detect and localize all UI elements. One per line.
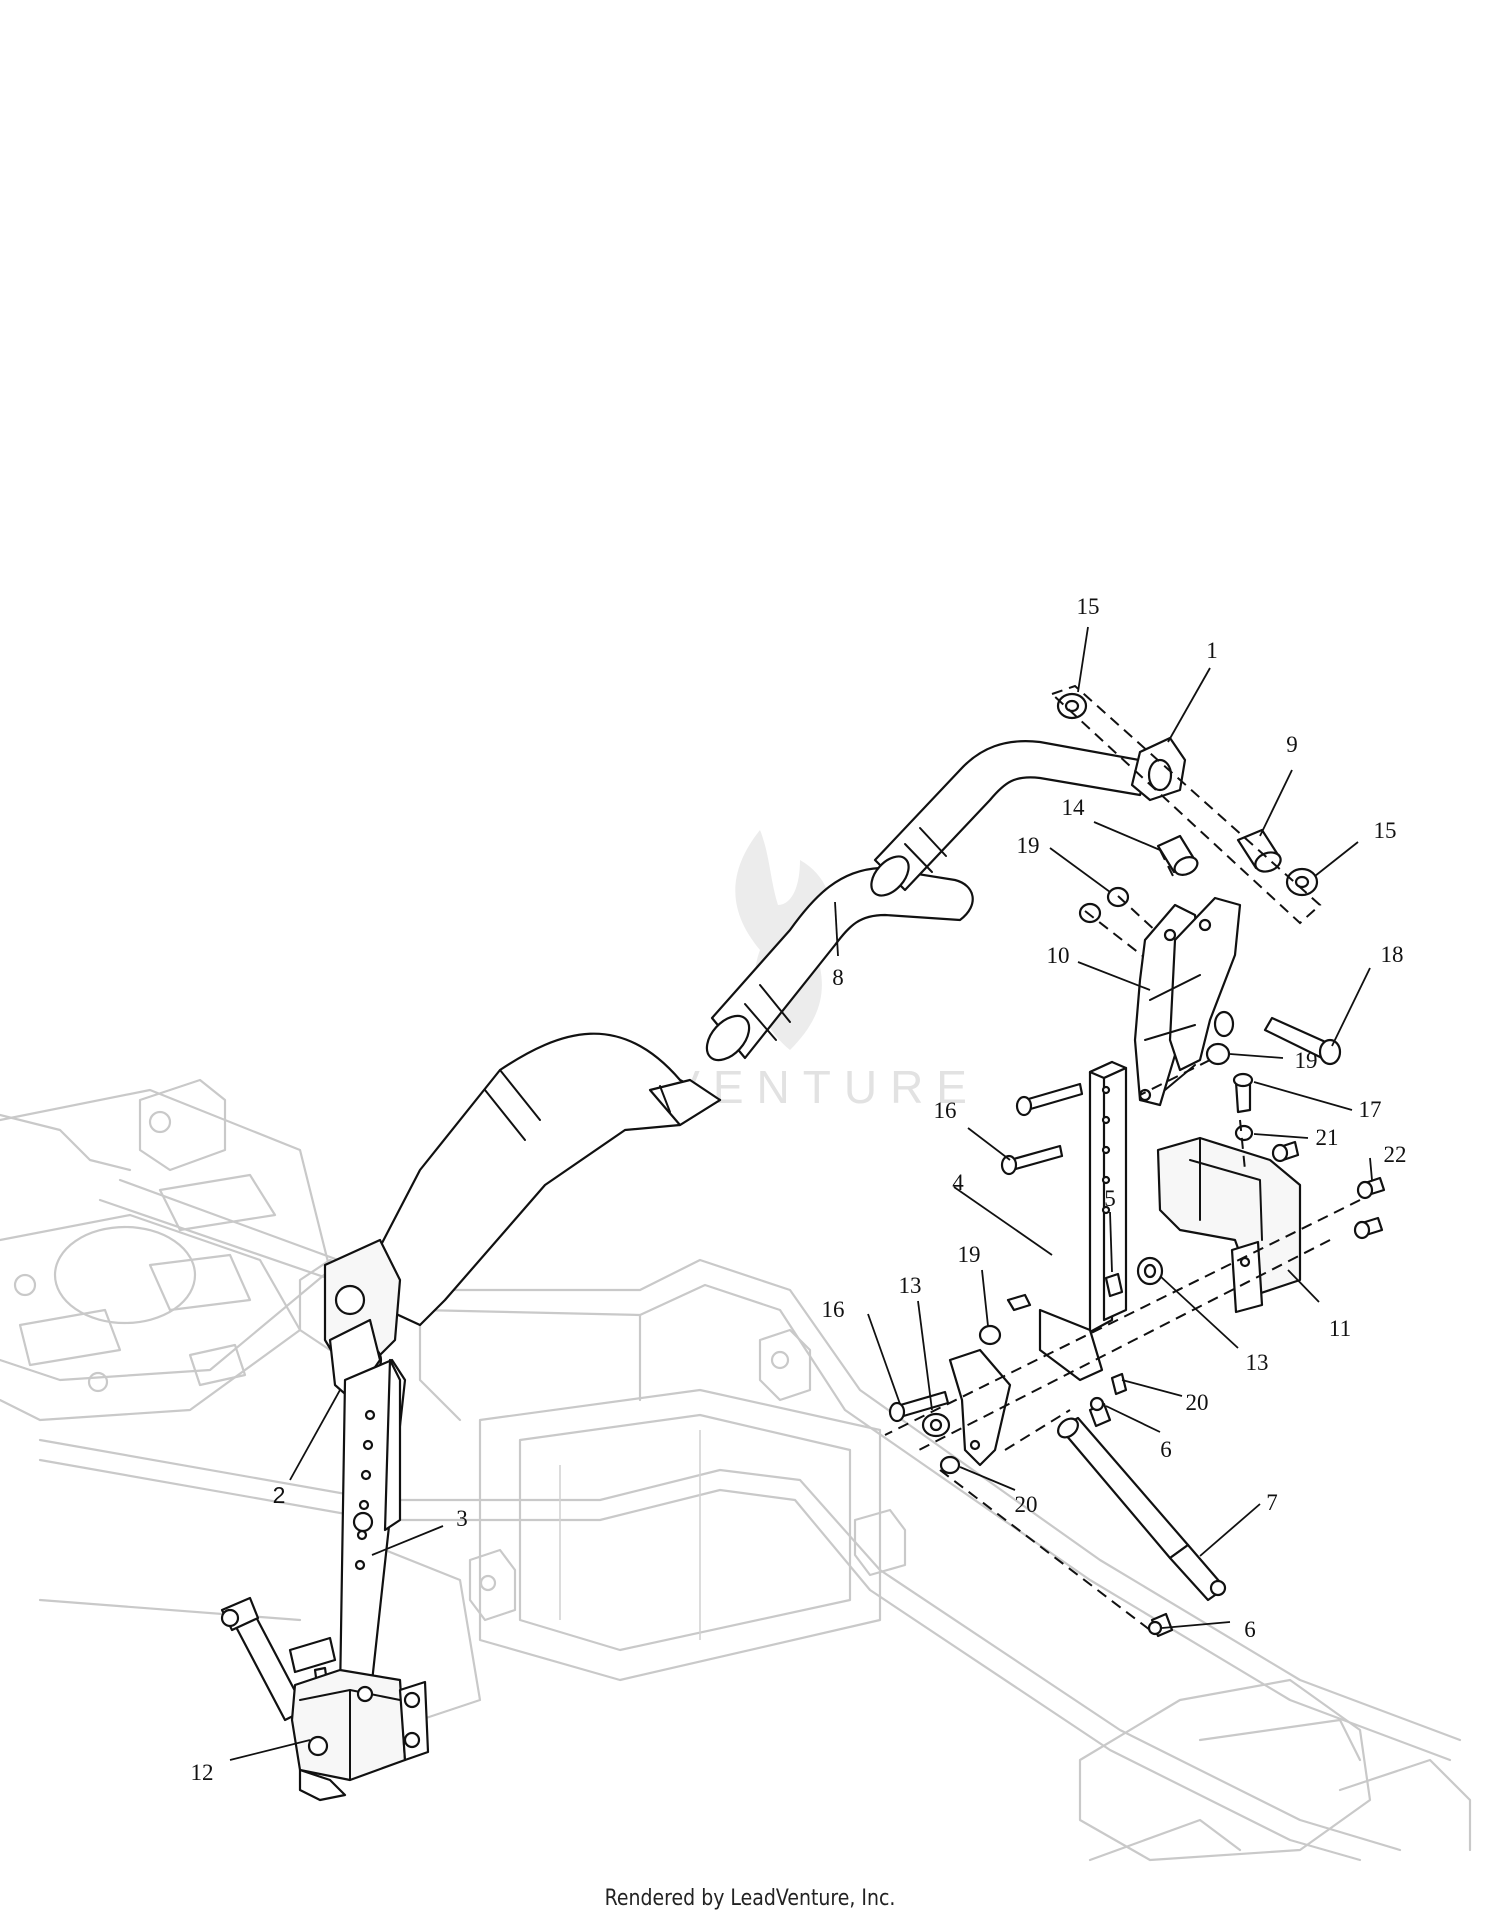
callout-5: 5 (1104, 1186, 1116, 1211)
part-21-nut (1234, 1124, 1254, 1142)
part-4-lever-arm (1006, 1060, 1128, 1382)
callout-18: 18 (1381, 942, 1404, 967)
part-6-ball-joint (1088, 1396, 1174, 1638)
part-15-bushing-upper (1056, 692, 1088, 720)
callout-1: 1 (1206, 638, 1218, 663)
callout-2: 2 (273, 1482, 286, 1508)
part-10-pivot-bracket (1133, 896, 1242, 1107)
callout-13: 13 (899, 1273, 922, 1298)
part-4-link-plate (948, 1348, 1012, 1467)
callout-16: 16 (934, 1098, 957, 1123)
callout-12: 12 (191, 1760, 214, 1785)
callout-15: 15 (1077, 594, 1100, 619)
leader-lines (229, 626, 1373, 1761)
callout-21: 21 (1316, 1125, 1339, 1150)
callout-20: 20 (1186, 1390, 1209, 1415)
callout-labels: 15 1 9 14 15 19 10 18 8 19 17 16 21 22 4… (191, 594, 1407, 1785)
part-16-bolt-upper (1000, 1082, 1084, 1176)
callout-20: 20 (1015, 1492, 1038, 1517)
part-14-spacer (1156, 834, 1199, 876)
part-16-bolt-lower (888, 1390, 950, 1423)
part-1-control-lever (870, 736, 1187, 897)
callout-19: 19 (1017, 833, 1040, 858)
part-19-nut-lower (978, 1324, 1002, 1346)
part-19-nut-upper (1078, 886, 1130, 924)
callout-4: 4 (952, 1170, 964, 1195)
footer-credit: Rendered by LeadVenture, Inc. (604, 1886, 896, 1911)
callout-7: 7 (1266, 1490, 1278, 1515)
callout-6: 6 (1160, 1437, 1172, 1462)
part-5-clip (1104, 1272, 1124, 1298)
part-7-gas-spring (1057, 1416, 1227, 1602)
part-19-nut-middle (1205, 1042, 1231, 1066)
part-17-bolt (1232, 1072, 1254, 1114)
part-15-bushing-lower (1285, 867, 1319, 897)
callout-3: 3 (456, 1506, 468, 1531)
part-13-bushing (921, 1256, 1164, 1438)
callout-16: 16 (822, 1297, 845, 1322)
callout-13: 13 (1246, 1350, 1269, 1375)
callout-19: 19 (958, 1242, 981, 1267)
callout-8: 8 (832, 965, 844, 990)
part-11-mounting-bracket (1156, 1136, 1302, 1314)
part-9-spacer (1236, 828, 1282, 873)
callout-10: 10 (1047, 943, 1070, 968)
callout-15: 15 (1374, 818, 1397, 843)
callout-6: 6 (1244, 1617, 1256, 1642)
callout-14: 14 (1062, 795, 1086, 820)
callout-9: 9 (1286, 732, 1298, 757)
callout-19: 19 (1295, 1048, 1318, 1073)
part-20-pin-right (1110, 1372, 1128, 1396)
part-21-screw-right (1271, 1140, 1300, 1163)
assembled-control-lever (220, 1032, 722, 1802)
callout-22: 22 (1384, 1142, 1407, 1167)
part-22-screw (1353, 1176, 1386, 1240)
callout-11: 11 (1329, 1316, 1351, 1341)
assembly-guide-box-top (1050, 684, 1322, 925)
part-8-control-lever (705, 866, 974, 1062)
chassis-frame-ghost (0, 1078, 1472, 1862)
part-18-pin (1213, 1010, 1342, 1066)
part-20-nut-lower (939, 1455, 961, 1475)
callout-17: 17 (1359, 1097, 1382, 1122)
